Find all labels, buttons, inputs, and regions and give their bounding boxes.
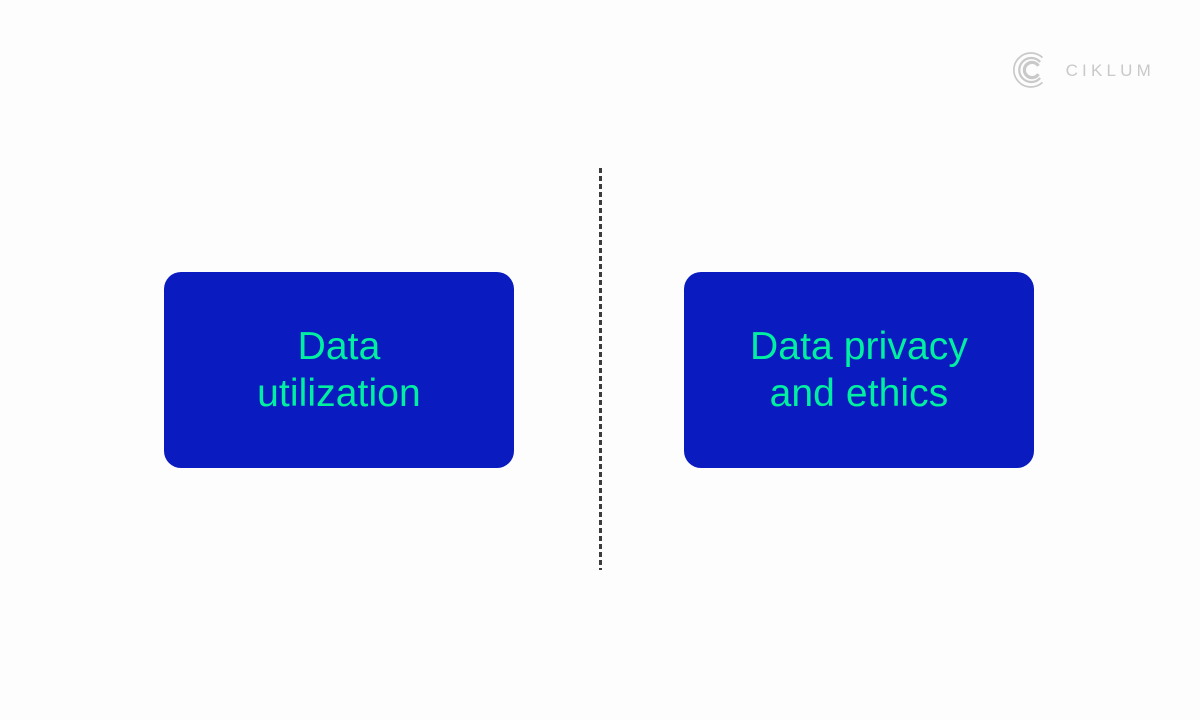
brand-logo: CIKLUM [1012,50,1155,90]
card-data-privacy-and-ethics[interactable]: Data privacy and ethics [684,272,1034,468]
brand-wordmark: CIKLUM [1065,60,1155,80]
card-title: Data utilization [257,325,421,415]
card-data-utilization[interactable]: Data utilization [164,272,514,468]
ciklum-concentric-arcs-icon [1012,50,1052,90]
vertical-dashed-divider [599,168,602,570]
card-title: Data privacy and ethics [750,325,968,415]
